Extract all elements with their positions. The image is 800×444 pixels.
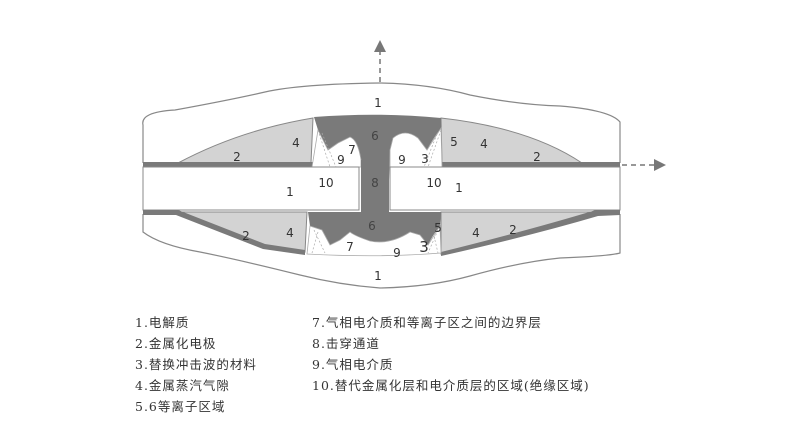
label-8: 8 bbox=[371, 176, 379, 190]
label-7: 7 bbox=[348, 143, 356, 157]
legend-item: 9.气相电介质 bbox=[312, 357, 394, 372]
label-1-bottom: 1 bbox=[374, 269, 382, 283]
lower-electrolyte-outline bbox=[142, 214, 621, 289]
label-4: 4 bbox=[286, 226, 294, 240]
label-2: 2 bbox=[509, 223, 517, 237]
legend-item: 3.替换冲击波的材料 bbox=[135, 357, 257, 372]
legend-item: 1.电解质 bbox=[135, 315, 190, 330]
label-1: 1 bbox=[286, 185, 294, 199]
plasma-region-lower bbox=[308, 212, 441, 245]
upper-left-electrode bbox=[143, 162, 313, 167]
lower-gas-region bbox=[306, 224, 442, 257]
label-6-top: 6 bbox=[371, 129, 379, 143]
label-9: 9 bbox=[393, 246, 401, 260]
upper-right-vapor-gap bbox=[440, 117, 584, 164]
legend-item: 8.击穿通道 bbox=[312, 336, 380, 351]
label-5: 5 bbox=[450, 135, 458, 149]
legend-item: 5.6等离子区域 bbox=[135, 399, 226, 414]
label-4: 4 bbox=[472, 226, 480, 240]
label-2: 2 bbox=[233, 150, 241, 164]
upper-right-electrode bbox=[441, 162, 620, 167]
middle-right-dielectric bbox=[389, 166, 621, 211]
label-9: 9 bbox=[337, 153, 345, 167]
legend-left: 1.电解质 2.金属化电极 3.替换冲击波的材料 4.金属蒸汽气隙 5.6等离子… bbox=[135, 312, 257, 417]
label-7: 7 bbox=[346, 240, 354, 254]
legend-item: 4.金属蒸汽气隙 bbox=[135, 378, 230, 393]
legend-item: 7.气相电介质和等离子区之间的边界层 bbox=[312, 315, 542, 330]
label-2: 2 bbox=[242, 229, 250, 243]
label-4: 4 bbox=[292, 136, 300, 150]
upper-electrolyte-outline bbox=[142, 82, 621, 163]
lower-left-electrode bbox=[143, 210, 305, 255]
label-2: 2 bbox=[533, 150, 541, 164]
lower-right-electrode bbox=[441, 210, 620, 256]
label-10: 10 bbox=[426, 176, 441, 190]
middle-left-dielectric bbox=[142, 166, 360, 211]
label-4: 4 bbox=[480, 137, 488, 151]
vertical-arrow-head bbox=[374, 40, 386, 52]
label-9: 9 bbox=[398, 153, 406, 167]
legend-right: 7.气相电介质和等离子区之间的边界层 8.击穿通道 9.气相电介质 10.替代金… bbox=[312, 312, 590, 396]
label-5: 5 bbox=[434, 221, 442, 235]
label-3: 3 bbox=[419, 238, 429, 256]
label-6-bottom: 6 bbox=[368, 219, 376, 233]
breakdown-channel bbox=[361, 160, 389, 214]
upper-left-vapor-gap bbox=[177, 117, 314, 164]
label-10: 10 bbox=[318, 176, 333, 190]
label-1-top: 1 bbox=[374, 96, 382, 110]
label-1: 1 bbox=[455, 181, 463, 195]
label-3: 3 bbox=[421, 152, 429, 166]
legend-item: 2.金属化电极 bbox=[135, 336, 217, 351]
boundary-dashes-lower bbox=[311, 229, 439, 254]
legend-item: 10.替代金属化层和电介质层的区域(绝缘区域) bbox=[312, 378, 590, 393]
horizontal-arrow-head bbox=[654, 159, 666, 171]
